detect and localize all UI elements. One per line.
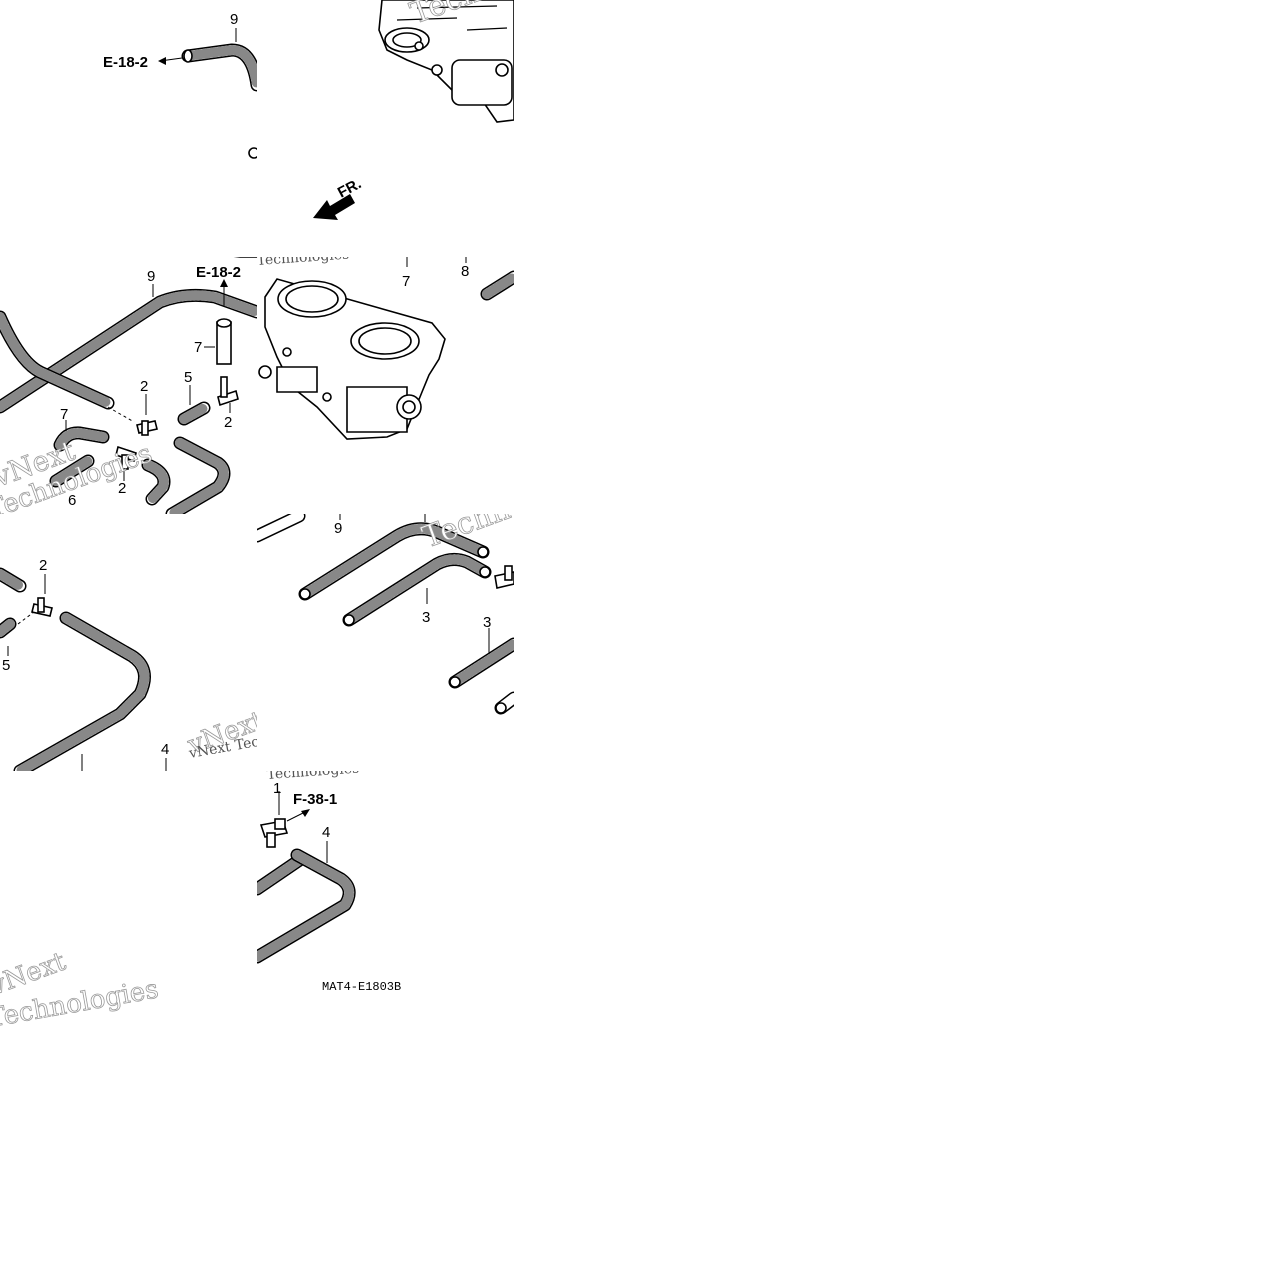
hose-end-stub [248,147,257,159]
hose-9-top [181,43,257,92]
callout-5: 5 [2,657,10,674]
callout-9: 9 [334,520,342,537]
front-label: FR. [335,175,364,201]
ref-f38-1: F-38-1 [293,791,337,808]
joint-1 [259,818,289,848]
joint-right [494,565,514,589]
hose-stub-lower [494,691,514,715]
joint-2 [31,597,53,617]
hose-4 [13,611,151,771]
tile-r1c0-drawing: 9 E-18-2 7 2 5 [0,257,257,514]
arrow-to-e18-mid [220,279,228,307]
assembly-line [17,611,35,625]
diagram-tile-r0c1: FR. Technologies [257,0,514,257]
joint-2-upper [136,420,158,436]
hose-lower-a [257,852,308,896]
callout-9: 9 [230,11,238,28]
hose-3-lower [448,637,514,689]
joint-2-lower [115,445,137,470]
hose-stub-left [0,567,27,593]
callout-7: 7 [402,273,410,290]
diagram-tile-r2c0: 2 5 4 vNext vNext Technologies [0,514,257,771]
tile-r3c0-drawing: vNext Technologies [0,946,161,1028]
joint-2-right [217,376,239,407]
arrow-to-f38 [286,809,310,822]
diagram-tile-r0c0: 9 E-18-2 [0,0,257,257]
tile-r2c0-drawing: 2 5 4 vNext vNext Technologies [0,557,257,771]
hose-9-main [0,288,257,414]
diagram-tile-r2c1: 9 3 3 [257,514,514,771]
hose-6 [49,454,95,488]
callout-5: 5 [184,369,192,386]
callout-2c: 2 [118,480,126,497]
callout-8: 8 [461,263,469,280]
callout-3b: 3 [483,614,491,631]
diagram-tile-r1c1: 7 8 Technologies [257,257,514,514]
hose-5 [177,401,211,426]
callout-4: 4 [161,741,169,758]
hose-5 [0,617,17,639]
callout-3a: 3 [422,609,430,626]
ref-e18-2-top: E-18-2 [103,54,148,71]
watermark-text: Technologies [266,771,360,783]
callout-7a: 7 [194,339,202,356]
tile-r1c1-drawing: 7 8 Technologies [257,257,514,440]
tile-r2c1-drawing: 9 3 3 [257,514,514,715]
callout-4: 4 [322,824,330,841]
hose-7-elbow [53,426,110,452]
callout-2a: 2 [140,378,148,395]
tile-r0c1-drawing: FR. Technologies [313,0,514,220]
watermark-text: Technologies [257,257,350,269]
hose-4-upper [165,436,231,514]
arrow-to-e18-top [158,57,183,65]
tile-r0c0-drawing: 9 E-18-2 [103,11,257,159]
front-direction-arrow: FR. [313,175,364,220]
diagram-tile-r1c0: 9 E-18-2 7 2 5 [0,257,257,514]
callout-6: 6 [68,492,76,509]
throttle-body-upper [378,0,514,123]
hose-left-curve [0,310,115,410]
diagram-code: MAT4-E1803B [322,980,401,994]
hose-8 [480,270,514,301]
hose-9 [298,522,490,601]
hose-stub-topleft [257,514,306,543]
callout-1: 1 [273,780,281,797]
callout-7b: 7 [60,406,68,423]
hose-7-vertical [216,318,232,365]
callout-2: 2 [39,557,47,574]
throttle-body [258,278,446,440]
tile-r3c1-drawing: 1 F-38-1 4 MAT4-E1803B Technologies [257,771,401,994]
callout-9: 9 [147,268,155,285]
callout-2b: 2 [224,414,232,431]
assembly-line [107,406,135,423]
ref-e18-2-mid: E-18-2 [196,264,241,281]
hose-4 [257,848,356,964]
hose-small-curve [141,458,171,506]
diagram-tile-r3c0: vNext Technologies [0,771,257,1028]
hose-3-upper [342,552,492,627]
diagram-tile-r3c1: 1 F-38-1 4 MAT4-E1803B Technologies [257,771,514,1028]
